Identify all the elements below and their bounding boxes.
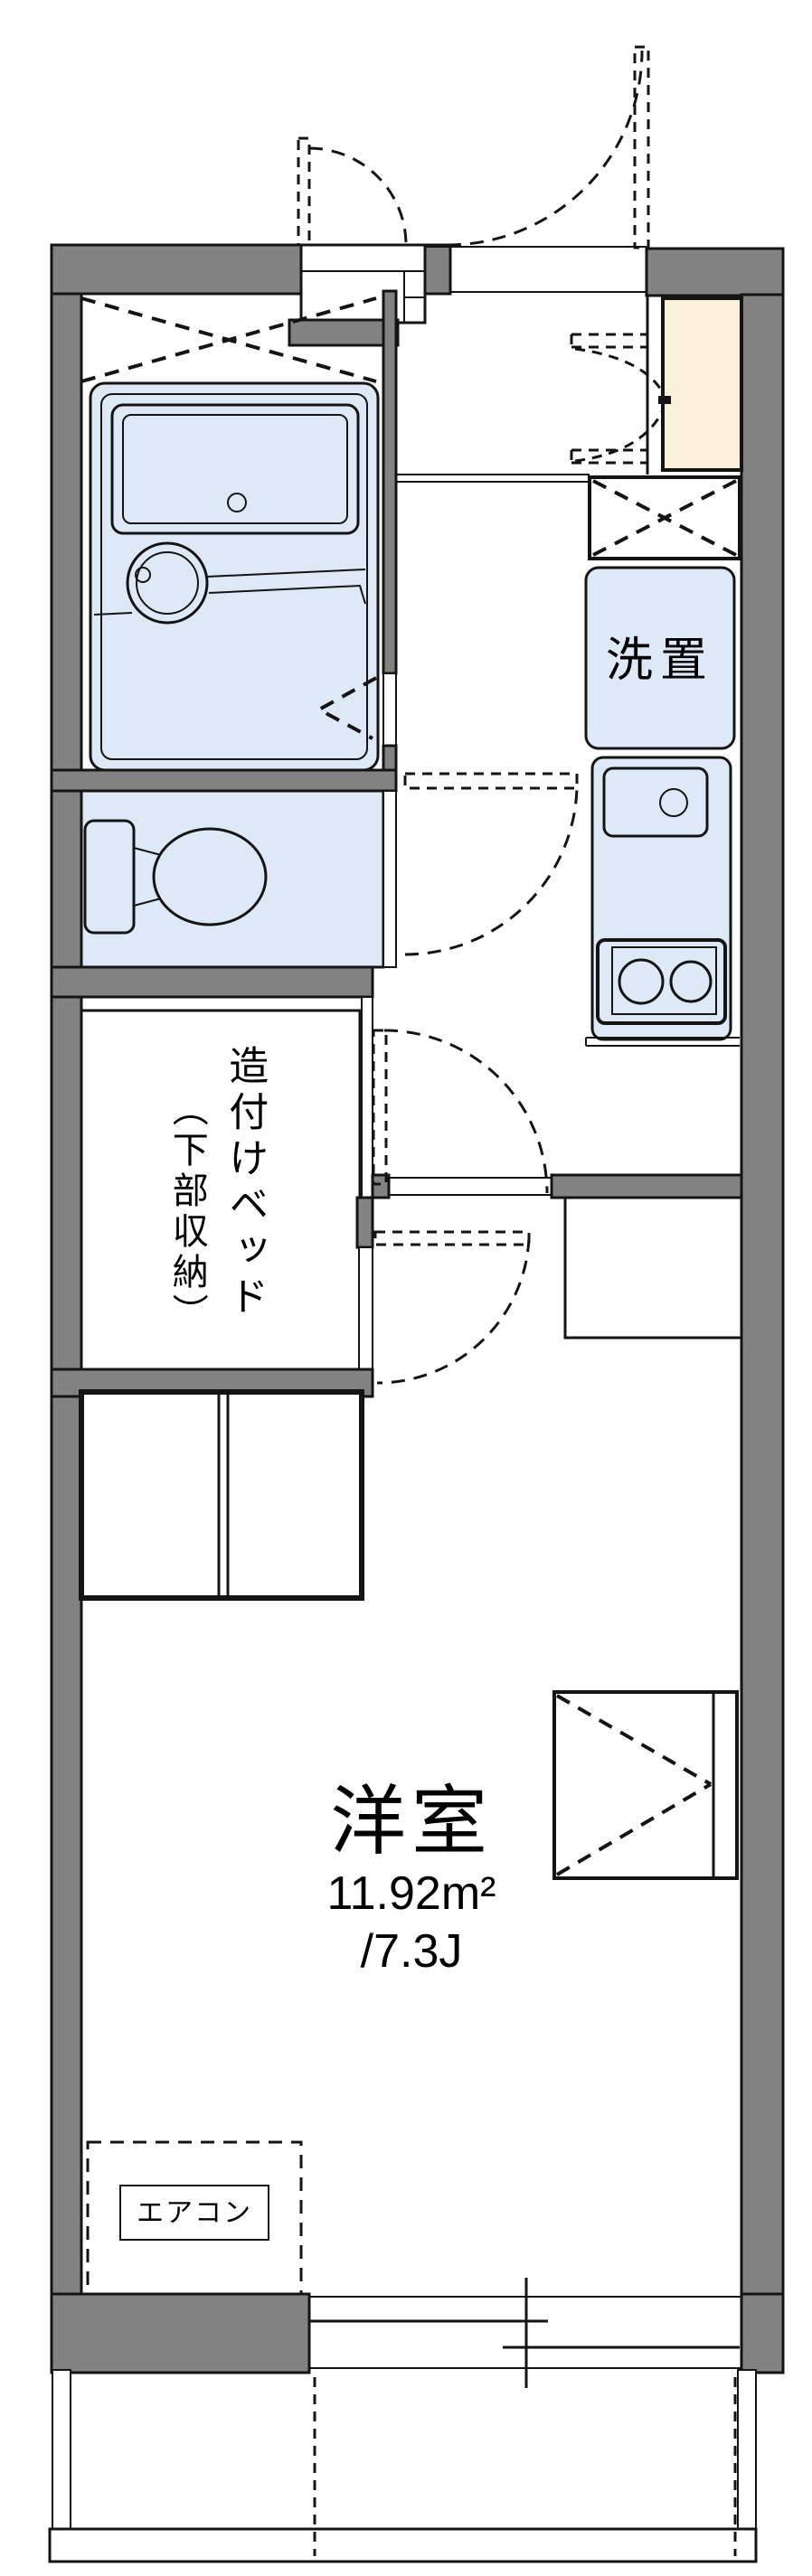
toilet-door-arc: [404, 787, 579, 956]
balcony-rail-right: [737, 2369, 757, 2534]
built-in-bed: [80, 1009, 362, 1374]
service-box-cross: [592, 479, 737, 557]
wash-basin-outer: [126, 541, 209, 625]
wall-bed-right-thin: [361, 996, 373, 1199]
toilet-neck-lines: [133, 847, 162, 907]
entrance-step: [299, 243, 427, 324]
stove-burner-right: [669, 960, 713, 1003]
bath-overhead-cross: [80, 296, 377, 383]
toilet-door-opening: [382, 790, 397, 968]
bathtub-inner-rim: [122, 414, 348, 524]
closet: [563, 1196, 743, 1340]
small-door-leaf: [297, 136, 311, 247]
wall-bath-right-lower: [382, 744, 398, 772]
bath-counter-lines: [93, 569, 366, 616]
bed-door-opening: [358, 1246, 373, 1370]
wall-bottom-right: [740, 2292, 785, 2374]
basin-faucet: [135, 567, 151, 583]
shoe-cabinet: [661, 296, 743, 472]
wall-bath-toilet-divider: [50, 768, 398, 793]
entrance-door-arc: [447, 50, 644, 247]
shoe-cabinet-door-arc-bottom: [574, 408, 666, 463]
washer-space-label: 洗置: [605, 635, 714, 687]
wall-bottom-left: [50, 2292, 311, 2374]
kitchen-sink: [602, 766, 709, 838]
room-doorway-lines: [389, 1177, 552, 1196]
bed-door-arc: [376, 1237, 531, 1385]
kitchen-counter-lip: [585, 1037, 740, 1047]
aircon-label: エアコン: [137, 2198, 252, 2228]
wall-stub-bath-top: [288, 318, 400, 347]
main-room-area-jo: /7.3J: [360, 1925, 463, 1978]
wall-hall-divider-right: [550, 1173, 743, 1199]
toilet-door-leaf: [403, 772, 579, 790]
washer-space-box: [584, 566, 736, 750]
bath-door-opening: [382, 672, 397, 747]
wall-bed-right-upper: [355, 1196, 374, 1249]
bathtub: [110, 403, 360, 535]
side-window-opening-dashes: [555, 1694, 713, 1876]
main-room-name: 洋室: [329, 1779, 493, 1864]
wall-right: [740, 293, 785, 2374]
kitchen-counter: [590, 756, 732, 1041]
toilet-bowl: [152, 827, 268, 926]
balcony-rail-bottom: [48, 2527, 758, 2563]
shoe-cabinet-door-pivot: [658, 396, 671, 404]
bed-label-line1: 造付けベッド: [222, 1045, 268, 1321]
kitchen-faucet: [659, 788, 688, 817]
stove-inner: [611, 946, 717, 1015]
wall-bath-right-upper: [382, 289, 398, 675]
stove-burner-left: [618, 958, 665, 1005]
bed-door-leaf: [373, 1230, 531, 1246]
aircon-label-box: [119, 2185, 269, 2241]
toilet-tank: [83, 819, 136, 935]
shoe-cabinet-door-top-bar: [570, 333, 647, 349]
bath-folding-door: [315, 676, 377, 740]
bed-storage-unit: [79, 1389, 364, 1601]
main-room-area-m2: 11.92m²: [326, 1867, 496, 1920]
bathtub-drain: [227, 493, 247, 512]
small-door-arc: [308, 146, 408, 246]
balcony-partition-dashes: [313, 2377, 737, 2556]
shoe-cabinet-door-bottom-bar: [570, 448, 647, 465]
unit-bath: [89, 381, 380, 772]
entrance-door-leaf: [633, 45, 650, 249]
room-door-leaf: [372, 1029, 388, 1186]
entry-step-edge: [396, 474, 590, 483]
stove-outer: [596, 938, 727, 1025]
room-door-arc: [383, 1029, 549, 1194]
wall-left: [50, 243, 83, 2374]
sliding-window-panes: [309, 2319, 740, 2349]
shoe-cabinet-door-arc-top: [574, 347, 666, 395]
unit-bath-inner-line: [100, 393, 368, 760]
toilet-room: [80, 789, 385, 969]
bed-label-line2: （下部収納）: [166, 1090, 207, 1334]
balcony-rail-left: [52, 2369, 71, 2534]
service-box: [588, 475, 741, 560]
wash-basin-inner: [136, 551, 199, 615]
wall-top-right: [645, 247, 785, 297]
wall-toilet-bed-divider: [50, 965, 374, 999]
